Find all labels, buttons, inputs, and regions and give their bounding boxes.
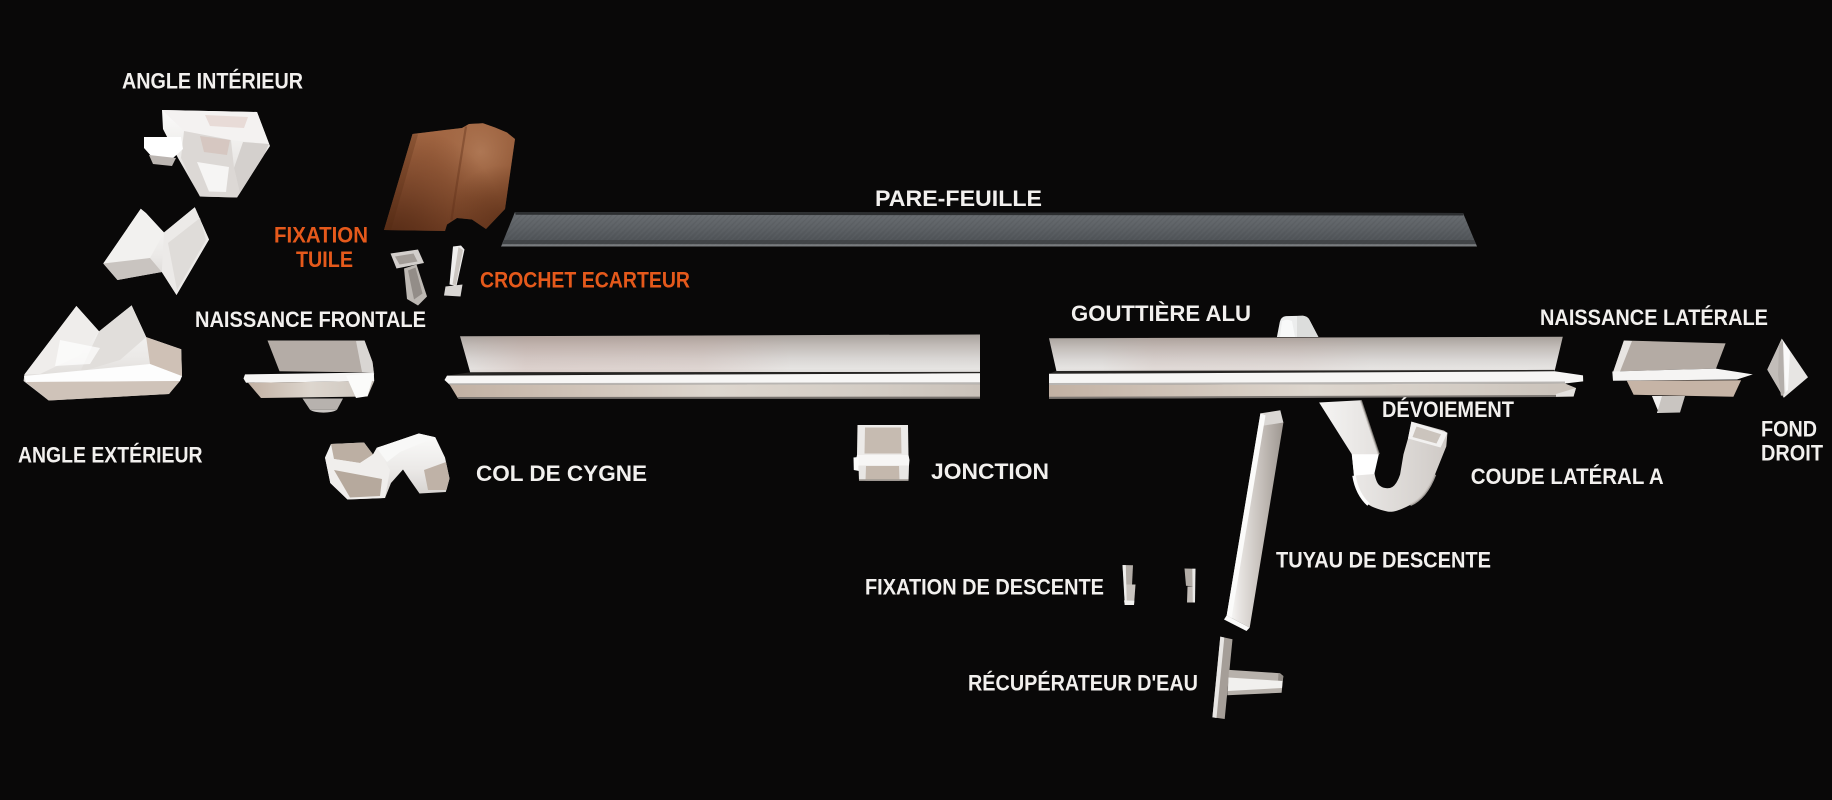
svg-text:ANGLE INTÉRIEUR: ANGLE INTÉRIEUR	[122, 69, 303, 94]
svg-text:NAISSANCE LATÉRALE: NAISSANCE LATÉRALE	[1540, 305, 1768, 330]
svg-text:TUYAU DE DESCENTE: TUYAU DE DESCENTE	[1276, 548, 1491, 573]
svg-text:CROCHET ECARTEUR: CROCHET ECARTEUR	[480, 268, 690, 293]
svg-text:TUILE: TUILE	[296, 247, 353, 272]
svg-text:GOUTTIÈRE ALU: GOUTTIÈRE ALU	[1071, 301, 1251, 326]
svg-text:COUDE LATÉRAL A: COUDE LATÉRAL A	[1471, 464, 1664, 489]
svg-text:FIXATION: FIXATION	[274, 222, 368, 247]
svg-text:RÉCUPÉRATEUR D'EAU: RÉCUPÉRATEUR D'EAU	[968, 671, 1198, 696]
svg-text:FIXATION DE DESCENTE: FIXATION DE DESCENTE	[865, 575, 1104, 600]
svg-text:NAISSANCE FRONTALE: NAISSANCE FRONTALE	[195, 307, 426, 332]
svg-text:COL DE CYGNE: COL DE CYGNE	[476, 461, 647, 486]
svg-text:DÉVOIEMENT: DÉVOIEMENT	[1382, 397, 1515, 422]
svg-text:FOND: FOND	[1761, 417, 1817, 442]
svg-text:DROIT: DROIT	[1761, 441, 1823, 466]
svg-text:PARE-FEUILLE: PARE-FEUILLE	[875, 186, 1042, 211]
svg-text:JONCTION: JONCTION	[931, 459, 1049, 484]
svg-text:ANGLE EXTÉRIEUR: ANGLE EXTÉRIEUR	[18, 443, 203, 468]
